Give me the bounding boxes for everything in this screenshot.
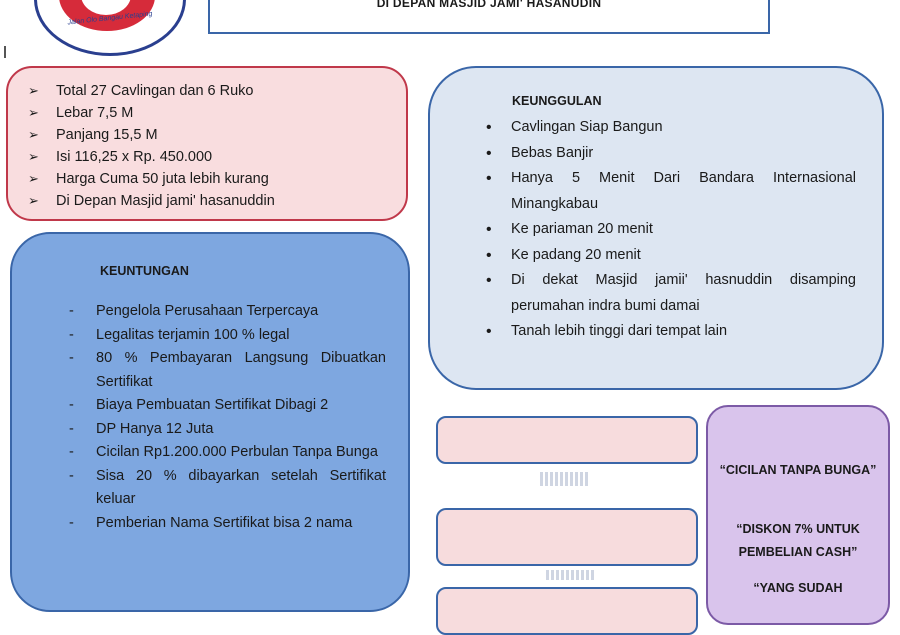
summary-box: Total 27 Cavlingan dan 6 Ruko Lebar 7,5 … [6,66,408,221]
keuntungan-item: Legalitas terjamin 100 % legal [69,324,386,348]
promo-line: “DISKON 7% UNTUK PEMBELIAN CASH” [736,522,860,559]
summary-item: Di Depan Masjid jami' hasanuddin [28,190,406,212]
price-box-2 [436,508,698,566]
keunggulan-item: Bebas Banjir [486,141,856,167]
promo-line: “YANG SUDAH [753,581,843,595]
price-box-1 [436,416,698,464]
keunggulan-item: Cavlingan Siap Bangun [486,115,856,141]
keunggulan-list: Cavlingan Siap Bangun Bebas Banjir Hanya… [430,68,882,345]
keuntungan-item: Cicilan Rp1.200.000 Perbulan Tanpa Bunga [69,441,386,465]
keunggulan-heading: KEUNGGULAN [512,94,602,108]
keuntungan-item: Biaya Pembuatan Sertifikat Dibagi 2 [69,394,386,418]
keuntungan-box: KEUNTUNGAN Pengelola Perusahaan Terperca… [10,232,410,612]
keuntungan-item: Pemberian Nama Sertifikat bisa 2 nama [69,512,386,536]
keunggulan-item: Tanah lebih tinggi dari tempat lain [486,319,856,345]
keuntungan-item: Sisa 20 % dibayarkan setelah Sertifikat … [69,465,386,512]
keunggulan-item: Di dekat Masjid jamii' hasnuddin disampi… [486,268,856,319]
summary-list: Total 27 Cavlingan dan 6 Ruko Lebar 7,5 … [8,68,406,212]
keunggulan-item: Hanya 5 Menit Dari Bandara Internasional… [486,166,856,217]
keuntungan-item: DP Hanya 12 Juta [69,418,386,442]
keunggulan-item: Ke pariaman 20 menit [486,217,856,243]
blurred-text [540,472,588,486]
summary-item: Lebar 7,5 M [28,102,406,124]
company-logo: Jalan Olo Bangau Ketaping [34,0,186,56]
page-title: DI DEPAN MASJID JAMI' HASANUDIN [376,0,602,10]
summary-item: Panjang 15,5 M [28,124,406,146]
keunggulan-box: KEUNGGULAN Cavlingan Siap Bangun Bebas B… [428,66,884,390]
keuntungan-list: Pengelola Perusahaan Terpercaya Legalita… [12,234,408,535]
promo-box: “CICILAN TANPA BUNGA” “DISKON 7% UNTUK P… [706,405,890,625]
summary-item: Harga Cuma 50 juta lebih kurang [28,168,406,190]
keuntungan-heading: KEUNTUNGAN [100,264,189,278]
title-banner: DI DEPAN MASJID JAMI' HASANUDIN [208,0,770,34]
keunggulan-item: Ke padang 20 menit [486,243,856,269]
margin-marker [4,46,6,58]
blurred-text [546,570,594,580]
promo-line: “CICILAN TANPA BUNGA” [719,463,877,477]
keuntungan-item: 80 % Pembayaran Langsung Dibuatkan Serti… [69,347,386,394]
price-box-3 [436,587,698,635]
keuntungan-item: Pengelola Perusahaan Terpercaya [69,300,386,324]
summary-item: Total 27 Cavlingan dan 6 Ruko [28,80,406,102]
summary-item: Isi 116,25 x Rp. 450.000 [28,146,406,168]
